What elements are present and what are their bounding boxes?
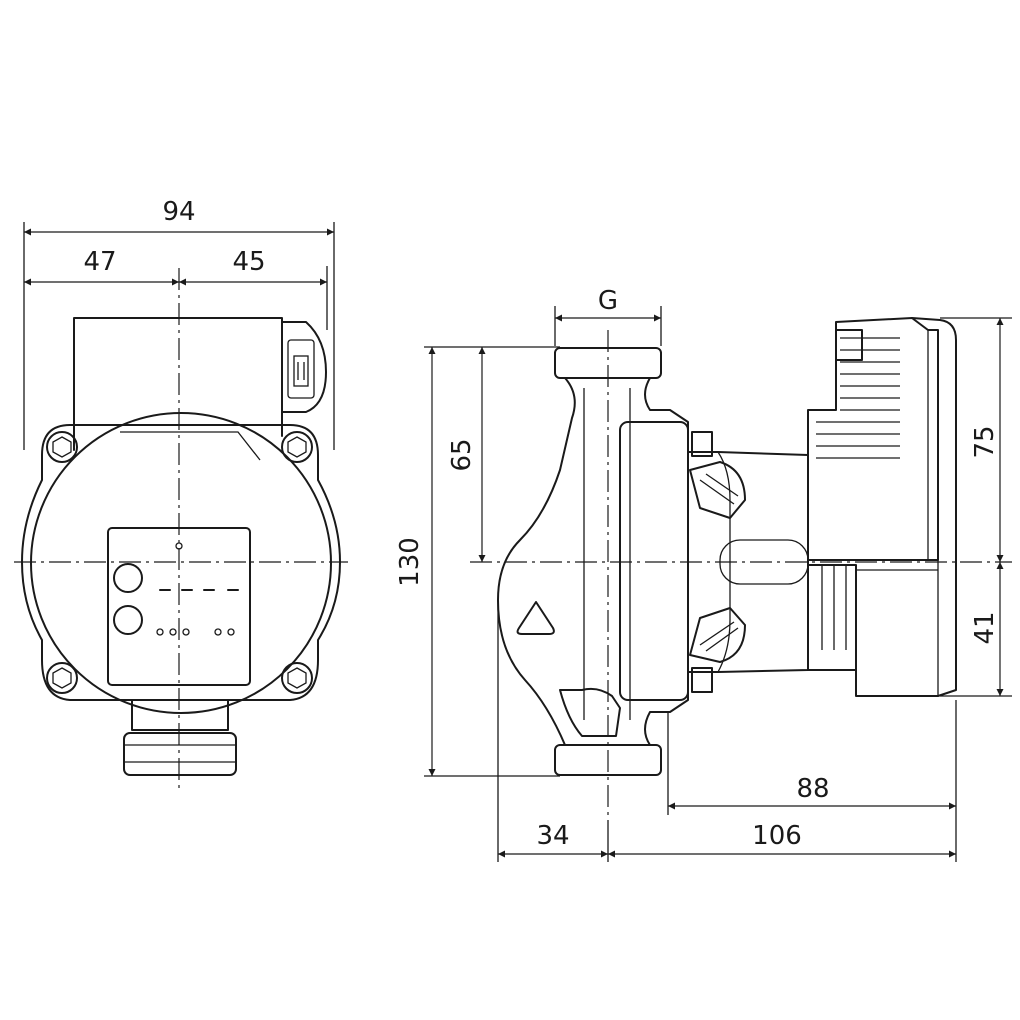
bolt-top-right-icon: [281, 431, 313, 463]
dimension-width-left: 47: [83, 247, 116, 277]
control-button-top-icon: [113, 563, 143, 593]
front-view: 94 47 45: [14, 197, 348, 792]
bolt-top-left-icon: [46, 431, 78, 463]
dimension-motor-length: 106: [752, 821, 802, 851]
flow-direction-triangle-icon: [516, 601, 555, 635]
side-view: G 130 65 75 41 88 34 106: [395, 286, 1012, 862]
bolt-bottom-left-icon: [46, 662, 78, 694]
dimension-width-right: 45: [232, 247, 265, 277]
dimension-motor-body-length: 88: [796, 774, 829, 804]
control-button-bottom-icon: [113, 605, 143, 635]
dimension-thread-g: G: [598, 286, 618, 316]
connector-plug-icon: [281, 321, 327, 413]
dimension-offset-left: 34: [536, 821, 569, 851]
dimension-motor-lower: 41: [970, 611, 1000, 644]
dimension-height-upper: 65: [447, 438, 477, 471]
bolt-bottom-right-icon: [281, 662, 313, 694]
dimension-height-total: 130: [395, 537, 425, 587]
dimension-width-total: 94: [162, 197, 195, 227]
dimension-motor-upper: 75: [970, 425, 1000, 458]
